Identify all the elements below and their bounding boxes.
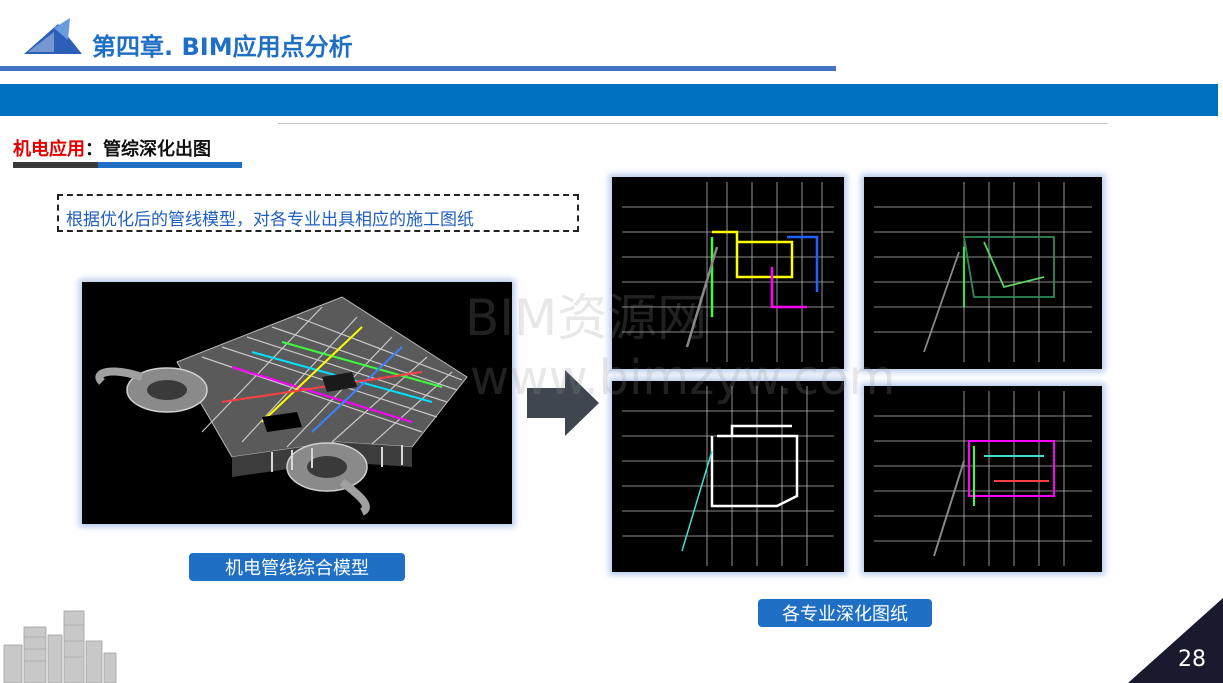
city-skyline-icon xyxy=(3,610,117,683)
header-band xyxy=(0,84,1218,116)
drawing-1-image xyxy=(612,177,844,369)
section-title-text: 管综深化出图 xyxy=(103,139,211,160)
right-arrow-icon xyxy=(527,370,599,436)
mep-model-image xyxy=(82,282,512,524)
description-box xyxy=(57,194,579,232)
drawing-4-image xyxy=(864,386,1102,572)
section-title: 机电应用：管综深化出图 xyxy=(13,135,211,161)
chapter-title: 第四章. BIM应用点分析 xyxy=(92,33,353,61)
section-bar-blue xyxy=(98,162,242,168)
drawing-2-image xyxy=(864,177,1102,369)
divider xyxy=(278,123,1108,124)
watermark-line-1: BIM资源网 xyxy=(465,289,708,347)
model-caption: 机电管线综合模型 xyxy=(189,553,405,581)
drawing-3-image xyxy=(612,381,844,572)
description-text: 根据优化后的管线模型，对各专业出具相应的施工图纸 xyxy=(66,210,474,230)
section-bar-dark xyxy=(13,162,98,168)
page-corner-shape xyxy=(1128,598,1223,683)
section-title-separator: ： xyxy=(85,139,103,160)
title-underline xyxy=(0,66,836,71)
page-number: 28 xyxy=(1178,647,1206,672)
section-title-highlight: 机电应用 xyxy=(13,139,85,160)
watermark-line-2: www.bimzyw.com xyxy=(470,350,896,406)
drawings-caption: 各专业深化图纸 xyxy=(758,599,932,627)
logo-triangle-icon xyxy=(24,18,82,54)
